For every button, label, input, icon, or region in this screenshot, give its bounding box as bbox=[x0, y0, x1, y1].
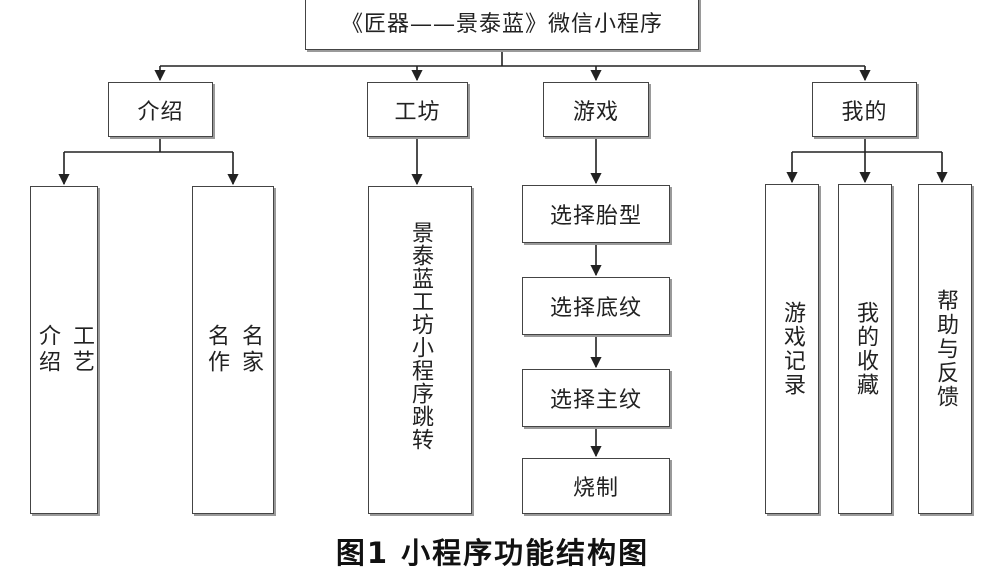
node-fire-label: 烧制 bbox=[572, 476, 619, 501]
node-game-record: 游戏记录 bbox=[765, 184, 819, 514]
node-master-works: 名家名作 bbox=[192, 186, 274, 514]
node-game-record-label: 游戏记录 bbox=[780, 301, 805, 397]
title-box: 《匠器——景泰蓝》微信小程序 bbox=[305, 0, 699, 50]
node-workshop-label: 工坊 bbox=[394, 99, 441, 125]
node-master-works-label: 名家名作 bbox=[204, 324, 263, 376]
node-select-body-label: 选择胎型 bbox=[549, 204, 642, 229]
node-intro-label: 介绍 bbox=[137, 99, 184, 125]
node-craft-intro: 工艺介绍 bbox=[30, 186, 98, 514]
node-select-main-label: 选择主纹 bbox=[549, 388, 642, 413]
title-text: 《匠器——景泰蓝》微信小程序 bbox=[340, 12, 663, 37]
node-workshop: 工坊 bbox=[367, 82, 468, 137]
node-select-ground-label: 选择底纹 bbox=[549, 296, 642, 321]
node-mine-label: 我的 bbox=[841, 99, 888, 125]
node-help-feedback: 帮助与反馈 bbox=[918, 184, 972, 514]
node-my-favorites-label: 我的收藏 bbox=[853, 301, 878, 397]
node-select-body: 选择胎型 bbox=[522, 185, 670, 243]
node-select-main: 选择主纹 bbox=[522, 369, 670, 427]
node-workshop-jump-label: 景泰蓝工坊小程序跳转 bbox=[408, 221, 433, 451]
node-workshop-jump: 景泰蓝工坊小程序跳转 bbox=[368, 186, 472, 514]
node-game: 游戏 bbox=[543, 82, 649, 137]
figure-caption: 图1 小程序功能结构图 bbox=[335, 536, 650, 570]
node-fire: 烧制 bbox=[522, 458, 670, 514]
node-game-label: 游戏 bbox=[572, 99, 619, 125]
node-mine: 我的 bbox=[812, 82, 917, 137]
node-intro: 介绍 bbox=[108, 82, 213, 137]
node-help-feedback-label: 帮助与反馈 bbox=[933, 289, 958, 409]
node-my-favorites: 我的收藏 bbox=[838, 184, 892, 514]
node-craft-intro-label: 工艺介绍 bbox=[35, 324, 94, 376]
node-select-ground: 选择底纹 bbox=[522, 277, 670, 335]
